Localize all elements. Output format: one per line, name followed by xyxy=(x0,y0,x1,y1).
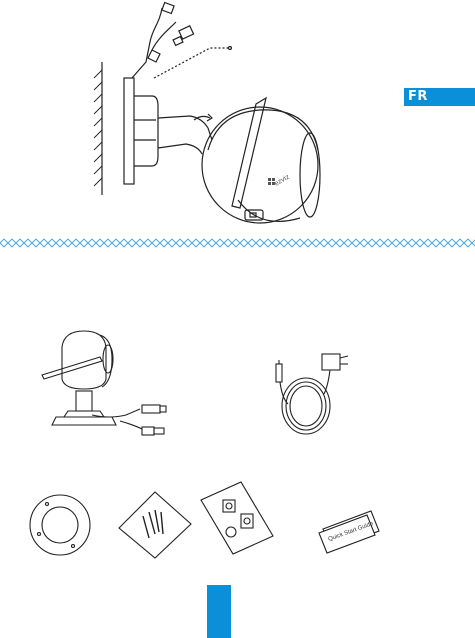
quick-start-guide-icon: Quick Start Guide xyxy=(315,505,385,555)
power-adapter-icon xyxy=(268,342,363,442)
mounting-template-icon xyxy=(25,490,95,560)
camera-wall-mount-illustration: ezviz xyxy=(90,0,350,235)
page-tab-marker xyxy=(207,585,231,638)
camera-illustration xyxy=(30,325,180,440)
screw-kit-icon xyxy=(115,488,195,560)
section-divider xyxy=(0,237,475,249)
svg-text:ezviz: ezviz xyxy=(274,173,292,187)
language-badge: FR xyxy=(404,88,475,106)
waterproof-kit-icon xyxy=(197,478,277,556)
